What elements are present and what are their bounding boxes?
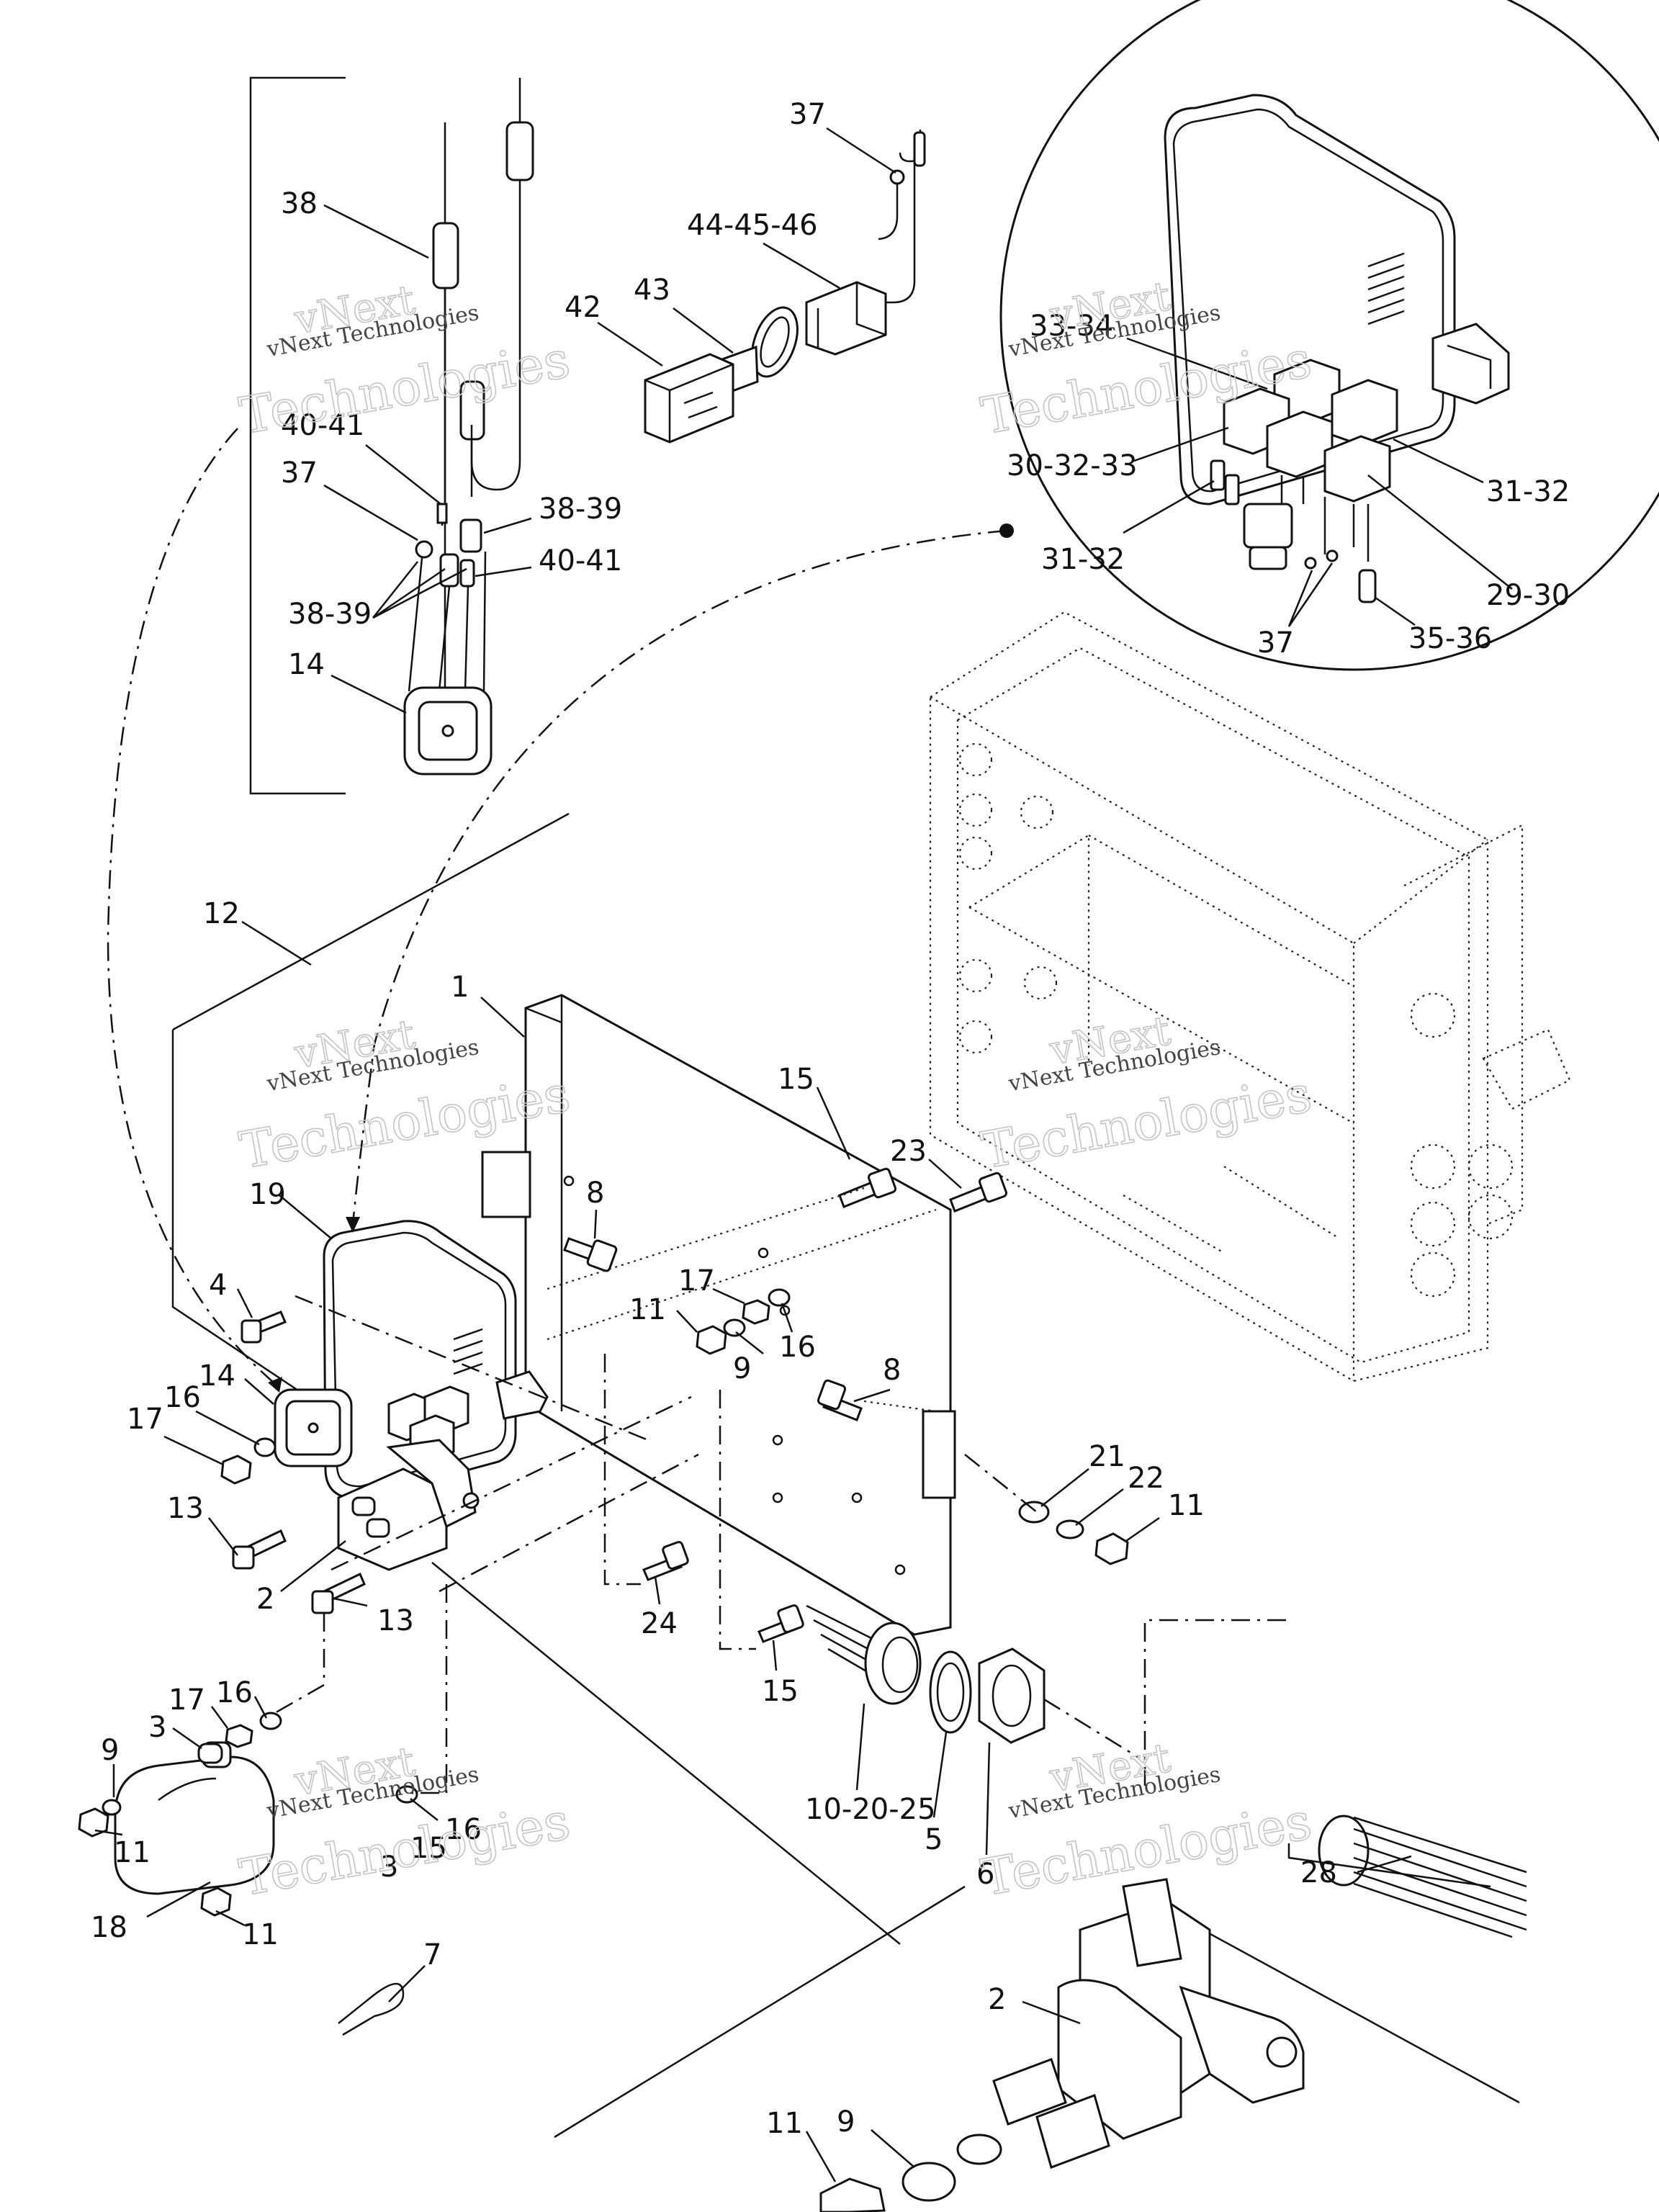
main-leaders: [94, 920, 1412, 2182]
callout-3: 3: [148, 1711, 166, 1744]
callout-35-36: 35-36: [1408, 622, 1492, 655]
harness-inset: [249, 76, 534, 795]
watermark-4: vNext vNext Technologies Technologies: [976, 1007, 1316, 1181]
callout-17: 17: [127, 1403, 163, 1436]
callout-9: 9: [101, 1734, 119, 1767]
callout-6: 6: [976, 1858, 994, 1891]
callout-30-32-33: 30-32-33: [1007, 449, 1138, 482]
sensor-14-inset: [403, 686, 493, 775]
callout-38-39: 38-39: [288, 598, 372, 631]
callout-13: 13: [167, 1492, 204, 1525]
callout-31-32: 31-32: [1486, 475, 1570, 508]
callout-17: 17: [168, 1683, 205, 1717]
relay-detail-circle: [999, 0, 1659, 671]
callout-44-45-46: 44-45-46: [687, 209, 818, 242]
callout-37: 37: [789, 98, 826, 131]
callout-16: 16: [779, 1331, 816, 1364]
callout-40-41: 40-41: [281, 409, 364, 442]
callout-8: 8: [586, 1177, 604, 1210]
callout-14: 14: [199, 1359, 235, 1393]
connector-sleeve: [432, 222, 459, 289]
control-module-19: [323, 1220, 549, 1501]
callout-2: 2: [256, 1583, 274, 1616]
callout-10-20-25: 10-20-25: [805, 1793, 936, 1826]
mounting-plate: [481, 994, 956, 1636]
callout-31-32: 31-32: [1041, 543, 1125, 576]
callout-37: 37: [1257, 626, 1294, 660]
callout-2: 2: [988, 1983, 1006, 2016]
callout-8: 8: [883, 1354, 901, 1387]
callout-13: 13: [377, 1604, 414, 1637]
callout-16: 16: [445, 1813, 482, 1846]
callout-14: 14: [288, 648, 325, 681]
callout-11: 11: [766, 2107, 803, 2140]
callout-7: 7: [423, 1938, 441, 1972]
hardware: [78, 1167, 1527, 2212]
callout-15: 15: [778, 1063, 814, 1096]
callout-5: 5: [925, 1823, 943, 1856]
callout-40-41: 40-41: [539, 544, 622, 577]
callout-9: 9: [733, 1352, 751, 1385]
callout-1: 1: [451, 971, 469, 1004]
callout-12: 12: [203, 897, 240, 930]
callout-18: 18: [91, 1911, 127, 1944]
callout-15: 15: [410, 1832, 447, 1865]
plate-tab: [922, 1410, 956, 1499]
watermark-1: vNext vNext Technologies Technologies: [235, 276, 575, 446]
callout-4: 4: [209, 1269, 227, 1302]
callout-28: 28: [1300, 1856, 1337, 1889]
connector-sleeve: [505, 121, 534, 181]
panel-12-outline: [171, 812, 1520, 2139]
plate-tab: [481, 1151, 531, 1218]
callout-38-39: 38-39: [539, 493, 622, 526]
callout-21: 21: [1089, 1440, 1125, 1473]
callout-29-30: 29-30: [1486, 579, 1570, 612]
callout-37: 37: [281, 457, 318, 490]
callout-17: 17: [678, 1264, 715, 1298]
assembly-lines: [107, 428, 1289, 1794]
callout-24: 24: [641, 1607, 678, 1640]
callout-23: 23: [890, 1135, 927, 1168]
callout-38: 38: [281, 187, 318, 220]
enclosure-box: [929, 611, 1571, 1382]
callout-11: 11: [1168, 1489, 1205, 1522]
callout-9: 9: [837, 2105, 855, 2139]
callout-15: 15: [762, 1675, 799, 1708]
callout-16: 16: [216, 1676, 253, 1709]
callout-11: 11: [629, 1293, 666, 1326]
callout-11: 11: [114, 1836, 150, 1869]
connector-group: [597, 127, 926, 444]
callout-16: 16: [164, 1381, 201, 1414]
callout-19: 19: [249, 1178, 286, 1211]
callout-22: 22: [1128, 1462, 1164, 1495]
callout-33-34: 33-34: [1030, 310, 1113, 343]
callout-11: 11: [242, 1918, 279, 1951]
callout-labels: 37 44-45-46 43 42 38 40-41 37 38-39 40-4…: [91, 98, 1570, 2140]
callout-42: 42: [565, 291, 601, 324]
callout-43: 43: [634, 274, 670, 307]
watermark-5: vNext vNext Technologies Technologies: [235, 1737, 575, 1908]
callout-3: 3: [380, 1851, 398, 1884]
